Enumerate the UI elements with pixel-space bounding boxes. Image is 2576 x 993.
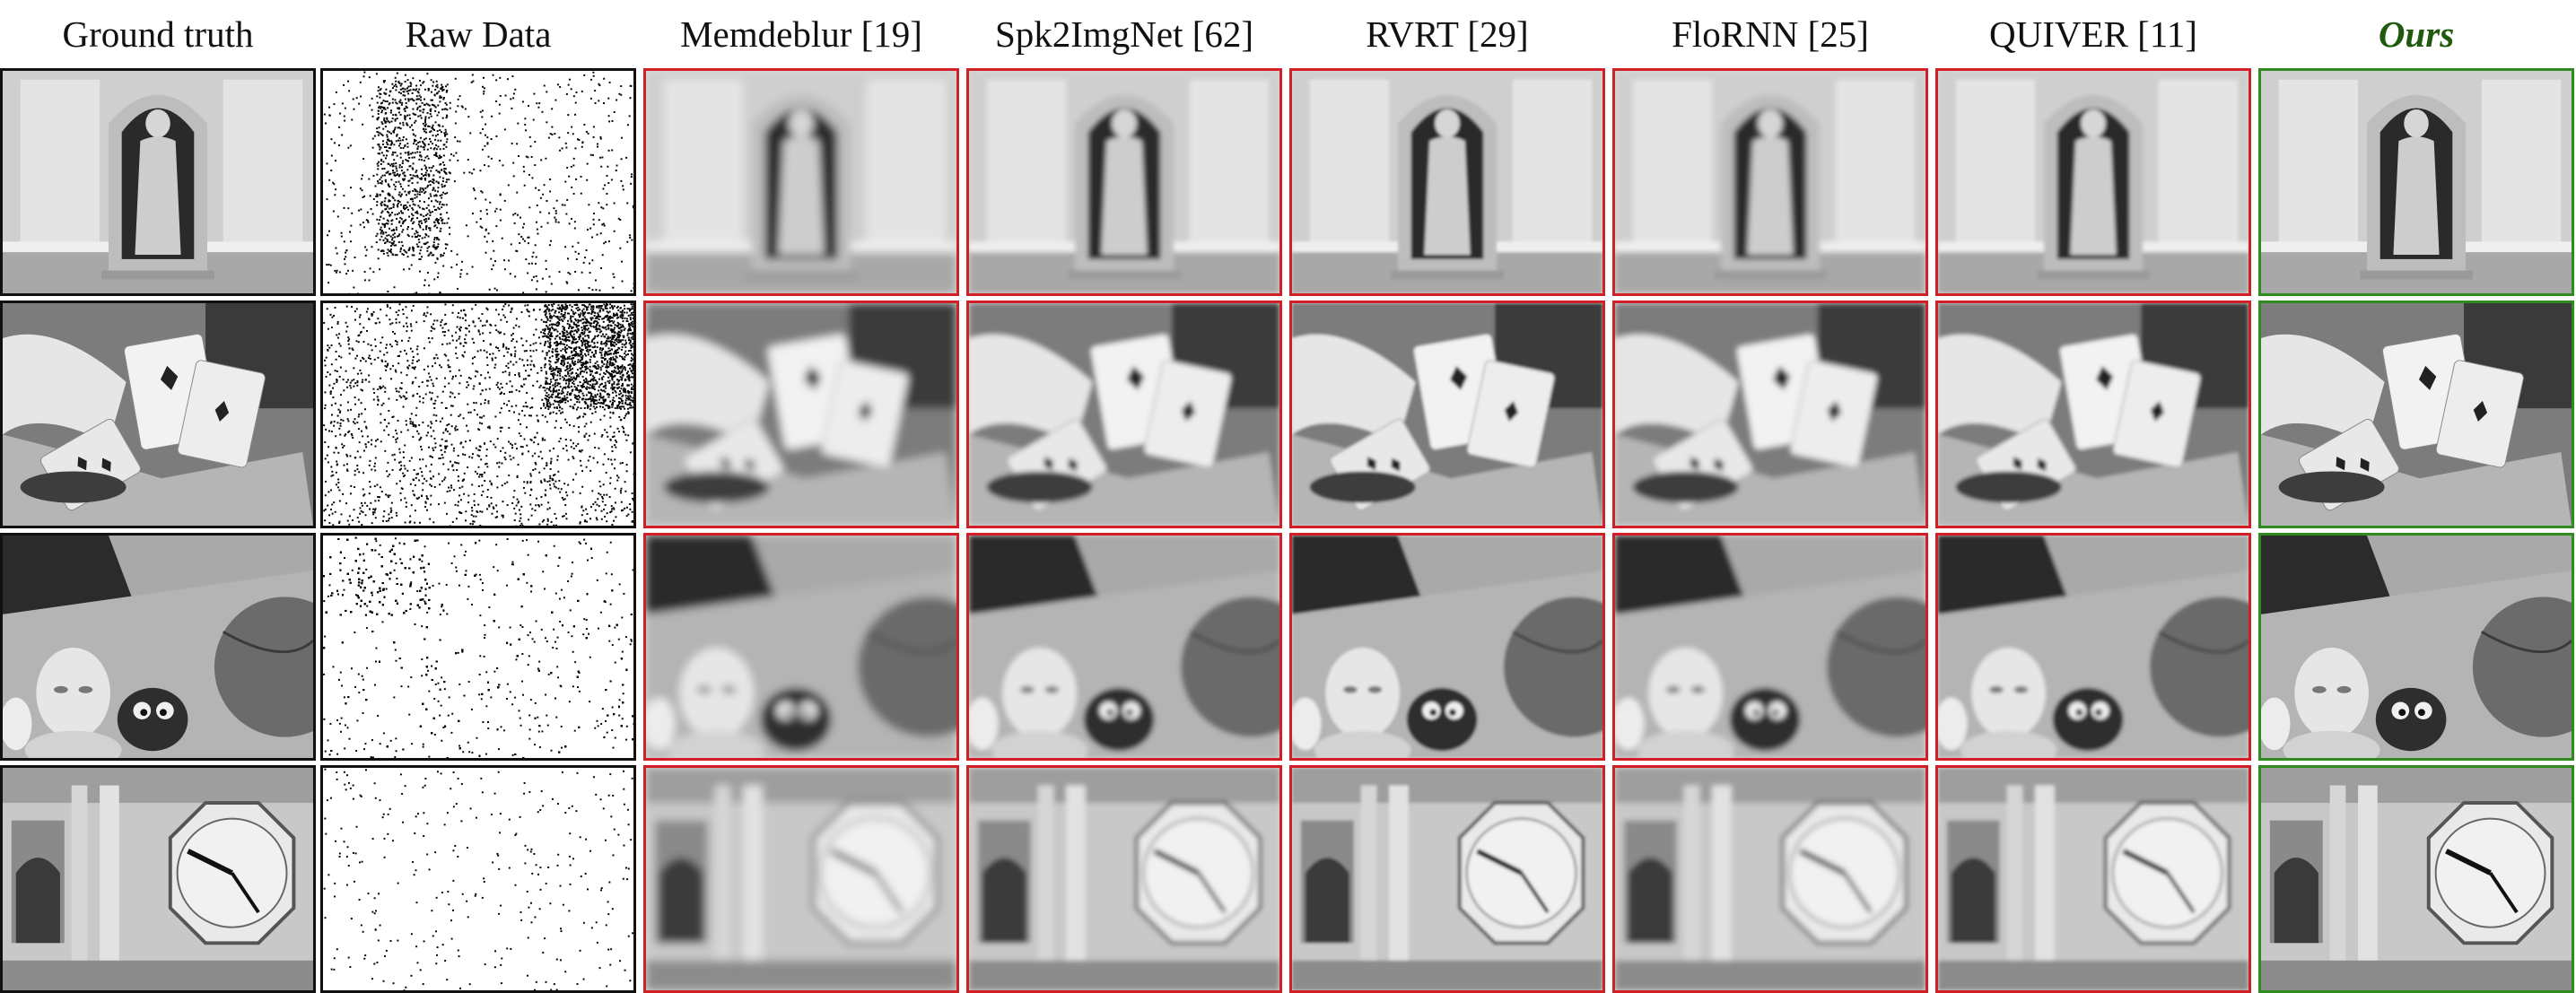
tile-cards-spk2imgnet bbox=[966, 301, 1282, 528]
tile-toys-raw bbox=[320, 533, 636, 761]
tile-clock-florrnn bbox=[1612, 765, 1928, 993]
statue-in-niche-image bbox=[1938, 71, 2249, 293]
tile-statue-spk2imgnet bbox=[966, 68, 1282, 296]
clock-tower-image bbox=[646, 768, 956, 990]
clock-tower-image bbox=[1615, 768, 1925, 990]
tile-cards-quiver bbox=[1935, 301, 2251, 528]
mannequin-toy-and-basketball-image bbox=[1938, 536, 2249, 758]
tile-statue-ours bbox=[2258, 68, 2574, 296]
tile-cards-raw bbox=[320, 301, 636, 528]
hand-with-playing-cards-image bbox=[3, 303, 313, 526]
header-spk2imgnet: Spk2ImgNet [62] bbox=[994, 13, 1254, 55]
hand-with-playing-cards-image bbox=[1292, 303, 1602, 526]
header-rvrt: RVRT [29] bbox=[1366, 13, 1529, 55]
tile-toys-ours bbox=[2258, 533, 2574, 761]
mannequin-toy-and-basketball-image bbox=[1615, 536, 1925, 758]
header-quiver: QUIVER [11] bbox=[1989, 13, 2197, 55]
statue-in-niche-image bbox=[3, 71, 313, 293]
tile-cards-rvrt bbox=[1289, 301, 1605, 528]
tile-toys-memdeblur bbox=[643, 533, 959, 761]
clock-tower-image bbox=[2261, 768, 2572, 990]
mannequin-toy-and-basketball-image bbox=[323, 536, 633, 758]
tile-cards-ours bbox=[2258, 301, 2574, 528]
statue-in-niche-image bbox=[323, 71, 633, 293]
hand-with-playing-cards-image bbox=[1938, 303, 2249, 526]
mannequin-toy-and-basketball-image bbox=[646, 536, 956, 758]
mannequin-toy-and-basketball-image bbox=[1292, 536, 1602, 758]
mannequin-toy-and-basketball-image bbox=[3, 536, 313, 758]
clock-tower-image bbox=[969, 768, 1279, 990]
tile-statue-florrnn bbox=[1612, 68, 1928, 296]
header-ground-truth: Ground truth bbox=[62, 13, 254, 55]
clock-tower-image bbox=[1292, 768, 1602, 990]
tile-clock-raw bbox=[320, 765, 636, 993]
tile-cards-memdeblur bbox=[643, 301, 959, 528]
hand-with-playing-cards-image bbox=[646, 303, 956, 526]
tile-clock-spk2imgnet bbox=[966, 765, 1282, 993]
header-raw-data: Raw Data bbox=[405, 13, 552, 55]
mannequin-toy-and-basketball-image bbox=[2261, 536, 2572, 758]
statue-in-niche-image bbox=[646, 71, 956, 293]
tile-statue-gt bbox=[0, 68, 316, 296]
tile-clock-memdeblur bbox=[643, 765, 959, 993]
tile-toys-spk2imgnet bbox=[966, 533, 1282, 761]
header-ours: Ours bbox=[2378, 13, 2455, 55]
tile-statue-memdeblur bbox=[643, 68, 959, 296]
tile-toys-florrnn bbox=[1612, 533, 1928, 761]
statue-in-niche-image bbox=[2261, 71, 2572, 293]
tile-clock-gt bbox=[0, 765, 316, 993]
tile-toys-quiver bbox=[1935, 533, 2251, 761]
hand-with-playing-cards-image bbox=[969, 303, 1279, 526]
clock-tower-image bbox=[323, 768, 633, 990]
statue-in-niche-image bbox=[1292, 71, 1602, 293]
hand-with-playing-cards-image bbox=[1615, 303, 1925, 526]
tile-toys-rvrt bbox=[1289, 533, 1605, 761]
tile-cards-gt bbox=[0, 301, 316, 528]
tile-toys-gt bbox=[0, 533, 316, 761]
clock-tower-image bbox=[3, 768, 313, 990]
tile-clock-ours bbox=[2258, 765, 2574, 993]
tile-cards-florrnn bbox=[1612, 301, 1928, 528]
header-memdeblur: Memdeblur [19] bbox=[680, 13, 922, 55]
tile-clock-rvrt bbox=[1289, 765, 1605, 993]
statue-in-niche-image bbox=[1615, 71, 1925, 293]
header-florrnn: FloRNN [25] bbox=[1672, 13, 1869, 55]
mannequin-toy-and-basketball-image bbox=[969, 536, 1279, 758]
tile-statue-raw bbox=[320, 68, 636, 296]
tile-clock-quiver bbox=[1935, 765, 2251, 993]
clock-tower-image bbox=[1938, 768, 2249, 990]
tile-statue-quiver bbox=[1935, 68, 2251, 296]
hand-with-playing-cards-image bbox=[2261, 303, 2572, 526]
tile-statue-rvrt bbox=[1289, 68, 1605, 296]
statue-in-niche-image bbox=[969, 71, 1279, 293]
hand-with-playing-cards-image bbox=[323, 303, 633, 526]
